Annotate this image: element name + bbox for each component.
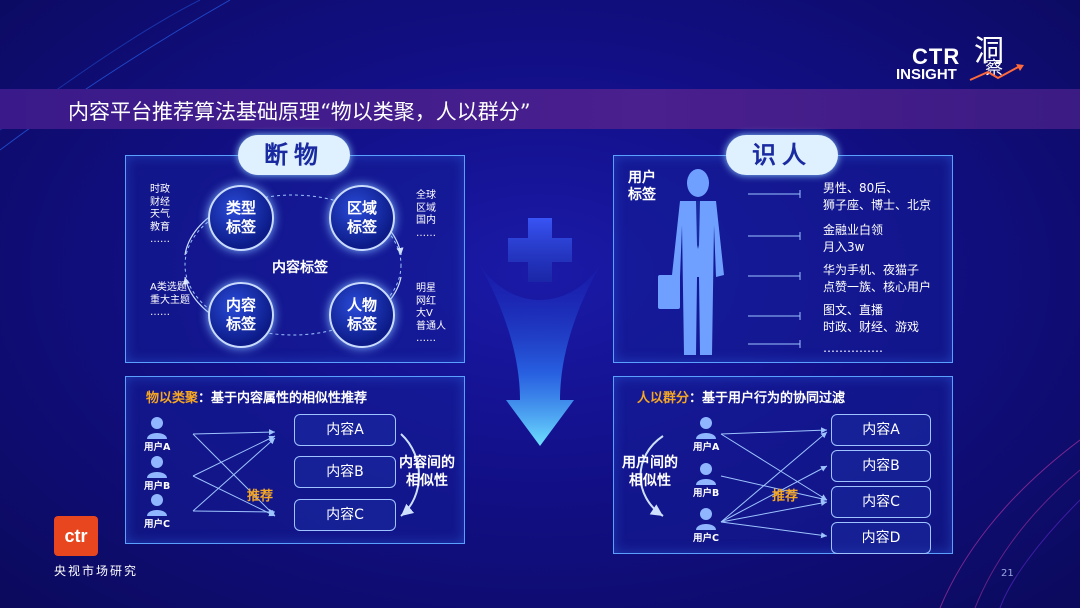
logo-ctr: CTR	[912, 44, 961, 69]
content-tag-circle: 内容 标签	[208, 282, 274, 348]
user-b-label: 用户B	[144, 481, 171, 492]
content-tags-center-label: 内容标签	[272, 260, 328, 276]
businessman-icon	[658, 169, 724, 355]
user-recommend-arrows	[639, 427, 828, 539]
user-c-label: 用户C	[144, 519, 170, 530]
org-name: 央视市场研究	[54, 564, 139, 578]
heading-highlight: 物以类聚	[146, 391, 199, 406]
content-a-box: 内容A	[831, 414, 931, 446]
recommend-label: 推荐	[247, 489, 274, 504]
region-tag-circle: 区域 标签	[329, 185, 395, 251]
heading-rest: ：基于内容属性的相似性推荐	[198, 391, 368, 406]
ctr-brand-text: ctr	[64, 525, 88, 546]
page-title: 内容平台推荐算法基础原理“物以类聚，人以群分”	[68, 100, 531, 124]
content-c-box: 内容C	[831, 486, 931, 518]
ctr-brand-logo: ctr	[54, 516, 98, 556]
logo-cn-top: 洞	[974, 34, 1004, 69]
user-tag-4: 图文、直播 时政、财经、游戏	[823, 303, 920, 334]
user-tag-5: ……………	[823, 341, 883, 355]
content-c-box: 内容C	[294, 499, 396, 531]
content-b-box: 内容B	[831, 450, 931, 482]
user-a-icon	[696, 417, 716, 439]
user-tags-panel	[613, 155, 953, 363]
content-a-box: 内容A	[294, 414, 396, 446]
plus-icon	[508, 218, 572, 282]
type-tag-label: 类型 标签	[225, 199, 256, 236]
user-tag-3: 华为手机、夜猫子 点赞一族、核心用户	[823, 263, 932, 294]
user-c-icon	[147, 494, 167, 516]
heading-highlight: 人以群分	[637, 391, 690, 406]
content-tag-label: 内容 标签	[225, 296, 256, 333]
user-similarity-label: 用户间的 相似性	[622, 455, 678, 489]
logo-insight: INSIGHT	[896, 66, 957, 83]
user-tag-lines	[748, 190, 801, 348]
note-bottom-right: 明星 网红 大V 普通人 ……	[416, 283, 446, 344]
content-b-box: 内容B	[294, 456, 396, 488]
judge-content-pill: 断物	[238, 135, 350, 175]
user-tag-1: 男性、80后、 狮子座、博士、北京	[823, 181, 932, 212]
user-b-icon	[696, 463, 716, 485]
content-recommend-arrows	[192, 429, 420, 517]
user-tags-vertical-label: 用户 标签	[628, 170, 656, 203]
person-tag-circle: 人物 标签	[329, 282, 395, 348]
user-a-label: 用户A	[693, 442, 720, 453]
title-bar	[0, 89, 1080, 129]
user-c-label: 用户C	[693, 533, 719, 544]
user-c-icon	[696, 508, 716, 530]
recommend-label: 推荐	[772, 489, 799, 504]
person-tag-label: 人物 标签	[346, 296, 377, 333]
note-top-left: 时政 财经 天气 教育 ……	[150, 184, 170, 245]
heading-rest: ：基于用户行为的协同过滤	[689, 391, 846, 406]
logo-swoosh-icon	[969, 64, 1024, 81]
region-tag-label: 区域 标签	[346, 199, 377, 236]
content-d-box: 内容D	[831, 522, 931, 554]
note-top-right: 全球 区域 国内 ……	[416, 190, 436, 239]
user-b-icon	[147, 456, 167, 478]
user-similarity-panel	[613, 376, 953, 554]
user-a-icon	[147, 417, 167, 439]
user-a-label: 用户A	[144, 442, 171, 453]
user-tag-2: 金融业白领 月入3w	[823, 223, 884, 254]
type-tag-circle: 类型 标签	[208, 185, 274, 251]
user-b-label: 用户B	[693, 488, 720, 499]
judge-people-pill: 识人	[726, 135, 838, 175]
page-number: 21	[1001, 568, 1014, 579]
content-similarity-heading: 物以类聚：基于内容属性的相似性推荐	[146, 387, 367, 406]
user-similarity-heading: 人以群分：基于用户行为的协同过滤	[637, 387, 845, 406]
content-tags-panel	[125, 155, 465, 363]
note-bottom-left: A类选题 重大主题 ……	[150, 282, 190, 318]
down-arrow-icon	[478, 262, 602, 446]
content-similarity-label: 内容间的 相似性	[399, 455, 455, 489]
